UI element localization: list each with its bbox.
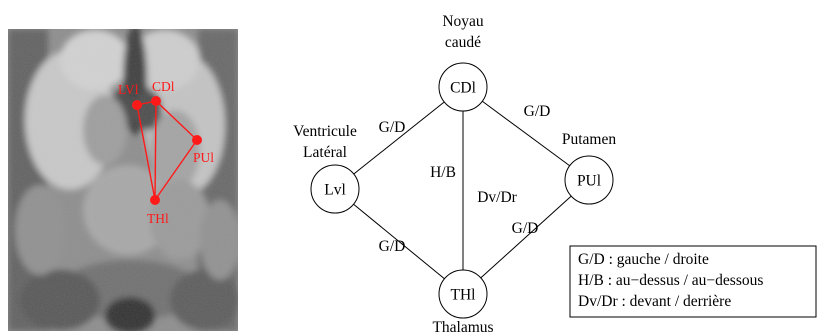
graph-node-label-cdl: CDl — [450, 80, 476, 97]
legend-box: G/D : gauche / droite H/B : au−dessus / … — [569, 245, 817, 318]
legend-line: Dv/Dr : devant / derrière — [578, 293, 731, 310]
graph-node-label-lvl: Lvl — [324, 182, 346, 199]
mri-connector-line — [154, 100, 157, 201]
graph-node-caption-lvl: Ventricule — [293, 123, 357, 140]
graph-edge-pul-thl — [480, 195, 572, 279]
mri-connector-line — [136, 104, 156, 201]
graph-edge-labels: G/DG/DH/BDv/DrG/DG/D — [379, 103, 551, 255]
edge-label: G/D — [379, 238, 406, 255]
graph-node-caption-lvl: Latéral — [303, 144, 347, 161]
graph-edges — [353, 100, 572, 280]
mri-point-lvi — [132, 100, 142, 110]
mri-point-cdl — [151, 96, 161, 106]
graph-node-lvl — [310, 164, 360, 214]
mri-point-pul — [192, 135, 202, 145]
edge-label: G/D — [379, 119, 406, 136]
graph-edge-cdl-pul — [482, 100, 570, 167]
edge-label: G/D — [524, 103, 551, 120]
mri-label-cdl: CDl — [152, 79, 175, 94]
mri-point-thl — [150, 195, 160, 205]
graph-node-thl — [438, 269, 488, 319]
legend-line: G/D : gauche / droite — [578, 251, 709, 268]
graph-node-caption-cdl: caudé — [445, 34, 481, 51]
graph-node-label-thl: THl — [451, 287, 476, 304]
graph-edge-lvl-thl — [353, 203, 445, 280]
mri-label-thl: THl — [147, 211, 169, 226]
graph-edge-cdl-lvl — [353, 101, 445, 175]
graph-node-caption-thl: Thalamus — [432, 319, 493, 335]
graph-node-caption-pul: Putamen — [562, 131, 616, 148]
graph-node-caption-cdl: Noyau — [442, 13, 484, 30]
edge-label: G/D — [512, 220, 539, 237]
mri-connector-line — [154, 139, 198, 201]
graph-node-pul — [564, 155, 614, 205]
graph-node-cdl — [438, 62, 488, 112]
mri-label-lvi: LVl — [118, 82, 139, 97]
edge-label: Dv/Dr — [477, 189, 517, 206]
graph-node-label-pul: PUl — [577, 173, 601, 190]
legend-frame — [569, 245, 817, 318]
edge-label: H/B — [430, 164, 456, 181]
legend-line: H/B : au−dessus / au−dessous — [578, 272, 763, 289]
mri-connector-line — [155, 100, 198, 141]
mri-label-pul: PUl — [193, 150, 214, 165]
